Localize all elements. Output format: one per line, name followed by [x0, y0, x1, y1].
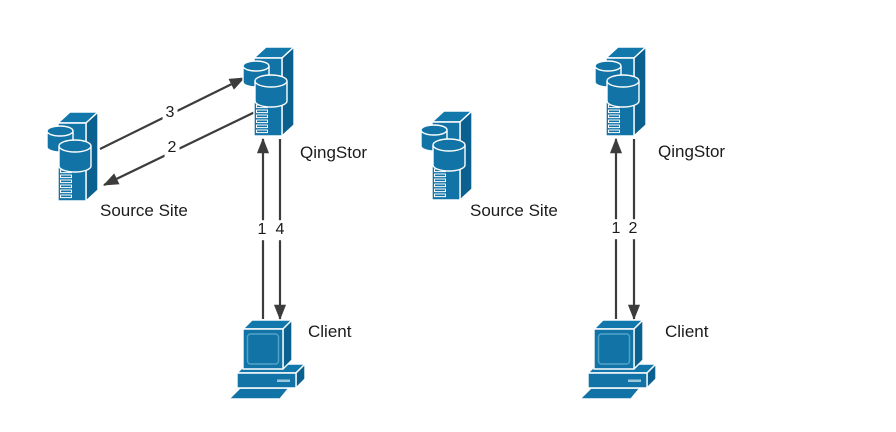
node-label-source-site-right: Source Site [470, 201, 558, 220]
node-label-qingstor-left: QingStor [300, 143, 368, 162]
step-label-1-right: 1 [608, 219, 624, 239]
node-label-client-right: Client [665, 322, 709, 341]
server-icon-qingstor-left [242, 45, 296, 138]
server-icon-source-site-left [46, 110, 100, 203]
step-label-1-left: 1 [254, 220, 270, 240]
server-icon-source-site-right [420, 109, 474, 202]
step-label-2-right: 2 [625, 219, 641, 239]
step-label-2-left: 2 [164, 138, 180, 158]
node-label-client-left: Client [308, 322, 352, 341]
computer-icon-client-left [229, 318, 307, 401]
node-label-source-site-left: Source Site [100, 201, 188, 220]
step-label-3-left: 3 [162, 103, 178, 123]
node-label-qingstor-right: QingStor [658, 142, 726, 161]
computer-icon-client-right [580, 318, 658, 401]
server-icon-qingstor-right [594, 45, 648, 138]
step-label-4-left: 4 [272, 220, 288, 240]
arrow-step-2-qingstor-to-source [103, 110, 258, 186]
